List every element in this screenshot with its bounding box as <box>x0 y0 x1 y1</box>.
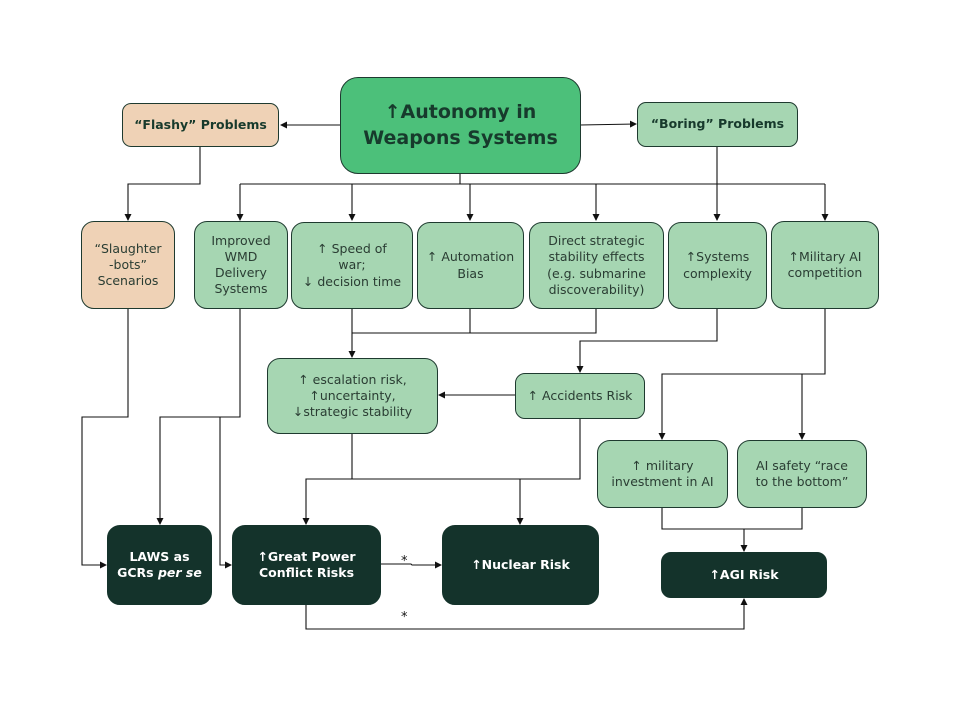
node-label: “Slaughter -bots” Scenarios <box>94 240 162 289</box>
node-speed-of-war: ↑ Speed of war; ↓ decision time <box>291 222 413 309</box>
node-label: ↑Great Power Conflict Risks <box>257 548 356 580</box>
node-label: ↑Systems complexity <box>683 249 752 281</box>
edge-investment-agi <box>661 507 803 530</box>
node-laws-as-gcrs: LAWS as GCRs per se <box>107 525 212 605</box>
edge-greatpower-nuclear <box>381 561 442 569</box>
node-great-power-conflict: ↑Great Power Conflict Risks <box>232 525 381 605</box>
edge-direct-join <box>352 308 597 334</box>
node-flashy-problems: “Flashy” Problems <box>122 103 279 147</box>
node-label: ↑ military investment in AI <box>611 457 714 489</box>
node-label: ↑ Speed of war; ↓ decision time <box>302 241 402 289</box>
edge-wmd-greatpower <box>219 417 232 569</box>
node-label: “Flashy” Problems <box>134 116 267 132</box>
node-autonomy-in-weapons-systems: ↑Autonomy in Weapons Systems <box>340 77 581 174</box>
edge-complexity-accidents <box>576 308 718 373</box>
annotation-star-greatpower-agi: * <box>401 610 408 625</box>
node-boring-problems: “Boring” Problems <box>637 102 798 147</box>
node-agi-risk: ↑AGI Risk <box>661 552 827 598</box>
edge-flashy-slaughterbots <box>124 146 201 221</box>
node-label: ↑ escalation risk, ↑uncertainty, ↓strate… <box>292 371 413 420</box>
node-accidents-risk: ↑ Accidents Risk <box>515 373 645 419</box>
node-nuclear-risk: ↑Nuclear Risk <box>442 525 599 605</box>
edge-competition-split <box>658 308 826 440</box>
up-arrow-icon: ↑ <box>384 100 401 123</box>
node-label: Direct strategic stability effects (e.g.… <box>547 233 646 297</box>
node-label: ↑ Accidents Risk <box>527 387 633 403</box>
node-label: AI safety “race to the bottom” <box>755 457 849 489</box>
node-military-ai-competition: ↑Military AI competition <box>771 221 879 309</box>
node-systems-complexity: ↑Systems complexity <box>668 222 767 309</box>
node-label: ↑Nuclear Risk <box>471 556 570 572</box>
node-label: ↑Military AI competition <box>787 248 863 280</box>
node-direct-strategic-stability: Direct strategic stability effects (e.g.… <box>529 222 664 309</box>
node-label: “Boring” Problems <box>650 116 785 132</box>
node-slaughterbots-scenarios: “Slaughter -bots” Scenarios <box>81 221 175 309</box>
node-label: LAWS as GCRs per se <box>117 548 202 580</box>
node-automation-bias: ↑ Automation Bias <box>417 222 524 309</box>
edge-wmd-laws <box>156 308 241 525</box>
node-label: ↑ Automation Bias <box>426 249 515 281</box>
node-label: Improved WMD Delivery Systems <box>211 232 271 297</box>
node-military-investment-in-ai: ↑ military investment in AI <box>597 440 728 508</box>
node-improved-wmd-delivery: Improved WMD Delivery Systems <box>194 221 288 309</box>
node-escalation-risk: ↑ escalation risk, ↑uncertainty, ↓strate… <box>267 358 438 434</box>
node-label: ↑AGI Risk <box>709 566 779 582</box>
edge-root-boring <box>579 120 637 128</box>
node-label: ↑Autonomy in Weapons Systems <box>363 100 558 149</box>
node-ai-safety-race-to-bottom: AI safety “race to the bottom” <box>737 440 867 508</box>
annotation-star-greatpower-nuclear: * <box>401 554 408 569</box>
